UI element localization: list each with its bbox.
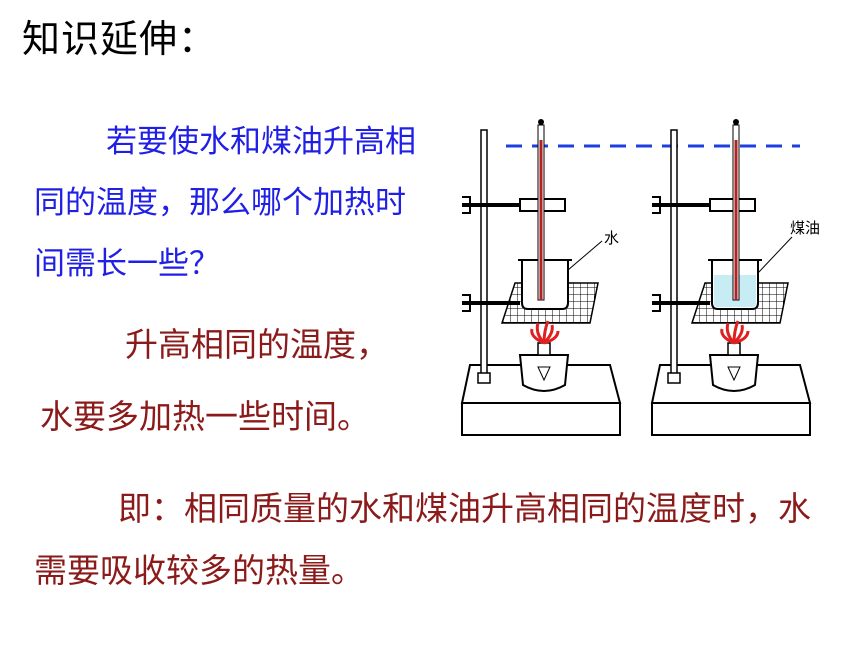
water-label: 水 [604,229,619,247]
alcohol-lamp-left [518,354,570,392]
conclusion-text: 即：相同质量的水和煤油升高相同的温度时，水需要吸收较多的热量。 [34,489,811,590]
flame-left [530,320,560,345]
page-title: 知识延伸： [22,17,218,61]
kerosene-label: 煤油 [790,219,820,237]
question-text: 若要使水和煤油升高相同的温度，那么哪个加热时间需长一些？ [34,124,416,282]
experiment-diagram: 水 煤油 [460,119,820,436]
answer-line-2: 水要多加热一些时间。 [40,397,370,436]
answer-line-1: 升高相同的温度， [125,325,389,364]
flame-right [720,320,750,345]
stand-rod-left [480,129,488,376]
beaker-water [521,260,569,310]
stand-rod-right [670,129,678,376]
kerosene-apparatus: 煤油 [650,119,820,436]
water-apparatus: 水 [460,119,622,436]
alcohol-lamp-right [708,354,760,392]
